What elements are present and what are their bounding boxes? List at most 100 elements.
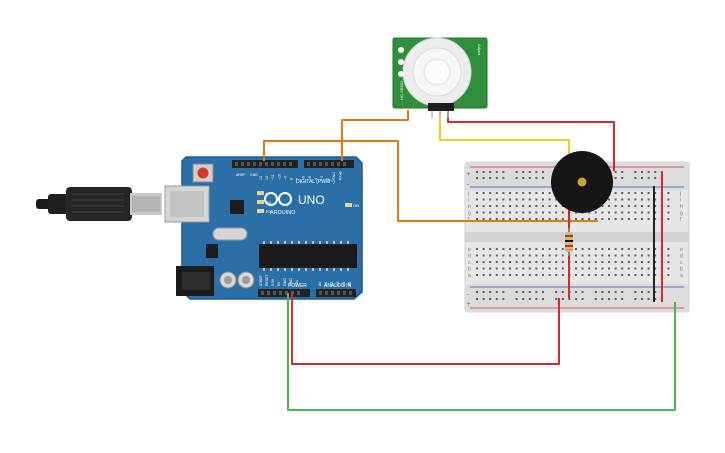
breadboard-hole — [647, 274, 650, 276]
rail-hole — [476, 171, 478, 173]
breadboard-hole — [594, 254, 597, 257]
breadboard-hole — [601, 211, 604, 214]
rail-hole — [528, 291, 531, 293]
rail-hole — [641, 291, 643, 293]
rail-hole — [621, 171, 624, 173]
rail-hole — [601, 291, 604, 293]
breadboard-hole — [502, 198, 505, 201]
breadboard-hole — [667, 192, 670, 194]
breadboard-hole — [528, 254, 531, 257]
row-letter-left: b — [468, 267, 471, 273]
breadboard-hole — [561, 248, 564, 250]
power-pin-label: GND — [283, 278, 287, 286]
row-letter-left: g — [468, 211, 471, 217]
arduino-uno-board: ARDUINO UNO DIGITAL (PWM~) POWER ANALOG … — [164, 156, 363, 300]
analog-pin-label: A3 — [336, 282, 340, 286]
breadboard-hole — [647, 254, 650, 257]
row-letter-right: b — [680, 267, 683, 273]
rail-hole — [614, 171, 617, 173]
breadboard-hole — [621, 218, 624, 220]
rail-hole — [647, 298, 650, 300]
breadboard-hole — [588, 218, 591, 220]
digital-header-label: DIGITAL (PWM~) — [296, 179, 335, 185]
rail-hole — [489, 298, 492, 300]
breadboard-hole — [535, 267, 538, 270]
breadboard-hole — [528, 211, 531, 214]
rail-hole — [634, 177, 637, 179]
row-letter-left: d — [468, 254, 471, 260]
breadboard-hole — [555, 261, 558, 263]
breadboard-hole — [542, 198, 544, 201]
breadboard-hole — [608, 205, 610, 207]
breadboard-hole — [581, 248, 584, 250]
breadboard-hole — [515, 254, 518, 257]
breadboard-hole — [555, 205, 558, 207]
rail-hole — [568, 298, 571, 300]
breadboard-hole — [654, 192, 657, 194]
breadboard-hole — [641, 218, 643, 220]
rail-hole — [561, 291, 564, 293]
wire-orange-buzzer — [263, 140, 598, 222]
breadboard-hole — [495, 198, 498, 201]
row-letter-left: e — [468, 247, 471, 253]
breadboard-hole — [528, 267, 531, 270]
breadboard-hole — [634, 274, 637, 276]
breadboard-hole — [502, 218, 505, 220]
breadboard-hole — [482, 218, 485, 220]
breadboard-hole — [476, 254, 478, 257]
breadboard-hole — [581, 274, 584, 276]
breadboard-hole — [522, 274, 525, 276]
breadboard-hole — [535, 254, 538, 257]
breadboard-hole — [476, 198, 478, 201]
breadboard-hole — [601, 261, 604, 263]
row-letter-left: i — [468, 198, 469, 204]
row-letter-right: f — [680, 217, 682, 223]
breadboard-hole — [548, 218, 551, 220]
power-pin-label: VIN — [295, 280, 299, 286]
breadboard-hole — [608, 274, 610, 276]
breadboard-hole — [667, 198, 670, 201]
breadboard-hole — [634, 198, 637, 201]
arduino-brand-label: ARDUINO — [270, 210, 296, 216]
digital-pin-label: 8 — [290, 178, 294, 180]
rail-hole — [535, 291, 538, 293]
rail-hole — [502, 171, 505, 173]
breadboard-hole — [509, 267, 511, 270]
breadboard-hole — [515, 205, 518, 207]
breadboard-hole — [548, 261, 551, 263]
rail-hole — [575, 291, 577, 293]
breadboard-hole — [509, 218, 511, 220]
breadboard-hole — [476, 267, 478, 270]
row-letter-right: d — [680, 254, 683, 260]
breadboard-hole — [641, 261, 643, 263]
breadboard-hole — [667, 205, 670, 207]
breadboard-hole — [509, 205, 511, 207]
breadboard-hole — [601, 274, 604, 276]
power-pin-label: 3.3V — [271, 278, 275, 286]
rail-hole — [502, 177, 505, 179]
breadboard-hole — [594, 248, 597, 250]
breadboard-hole — [502, 274, 505, 276]
rail-hole — [515, 291, 518, 293]
breadboard-hole — [561, 254, 564, 257]
breadboard-hole — [561, 261, 564, 263]
breadboard-hole — [535, 274, 538, 276]
rail-hole — [614, 298, 617, 300]
rail-hole — [515, 177, 518, 179]
breadboard-hole — [627, 254, 630, 257]
analog-pin-label: A0 — [318, 282, 322, 286]
breadboard-hole — [515, 267, 518, 270]
rail-hole — [502, 291, 505, 293]
breadboard-hole — [555, 198, 558, 201]
breadboard-hole — [495, 205, 498, 207]
tx-led-label: TX — [266, 200, 271, 205]
wire-red-power — [291, 293, 560, 365]
analog-pin-label: A4 — [342, 282, 346, 286]
rail-hole — [575, 298, 577, 300]
breadboard-hole — [608, 218, 610, 220]
breadboard-hole — [588, 267, 591, 270]
wire-green-gnd — [287, 293, 676, 411]
breadboard-hole — [542, 218, 544, 220]
breadboard-hole — [476, 274, 478, 276]
